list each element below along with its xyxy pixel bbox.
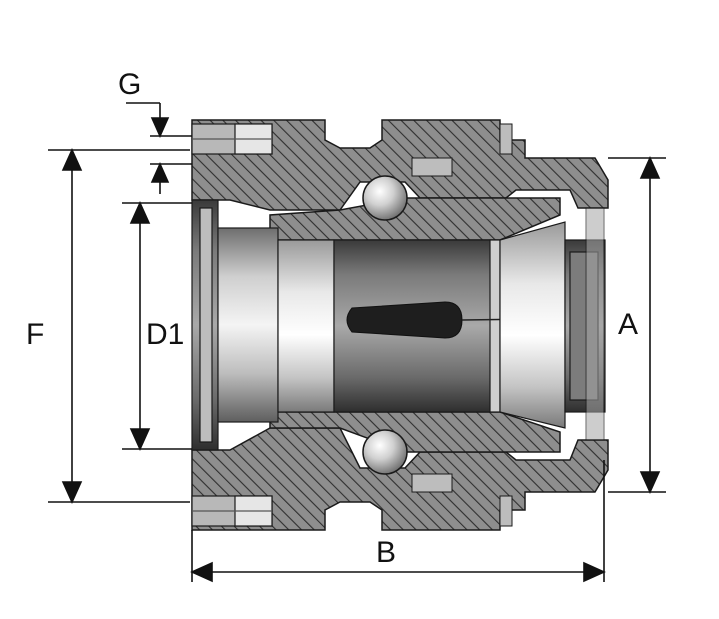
collet-cone <box>499 221 566 429</box>
label-a: A <box>618 308 638 341</box>
inner-bore <box>217 227 335 423</box>
socket-screw-bottom <box>191 495 273 527</box>
label-d1: D1 <box>146 318 184 351</box>
bearing-ball-bottom <box>362 429 408 475</box>
dimension-lines <box>48 102 666 583</box>
label-b: B <box>376 536 396 569</box>
label-f: F <box>26 318 44 351</box>
collet-slot <box>346 301 463 339</box>
front-nut <box>564 207 606 441</box>
left-retaining-ring <box>191 199 219 451</box>
label-g: G <box>118 68 141 101</box>
socket-screw-top <box>191 123 273 155</box>
inserts <box>411 123 513 527</box>
bearing-ball-top <box>362 175 408 221</box>
